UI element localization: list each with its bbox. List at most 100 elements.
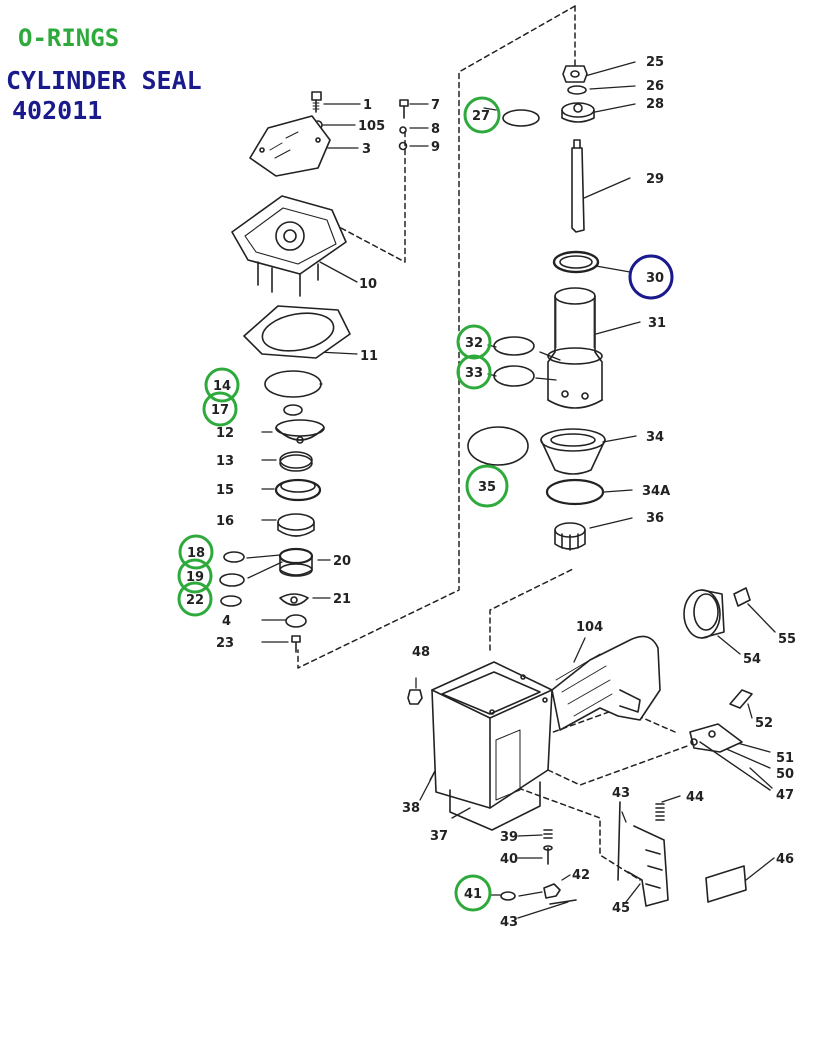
part-oring-17 (283, 404, 303, 416)
callout-11: 11 (360, 349, 378, 364)
callout-50: 50 (776, 767, 794, 782)
callout-34a: 34A (642, 484, 670, 499)
part-oring-19 (219, 573, 245, 587)
callout-8: 8 (431, 122, 440, 137)
part-cap-54 (683, 589, 725, 639)
callout-14: 14 (213, 379, 231, 394)
callout-104: 104 (576, 620, 603, 635)
callout-3: 3 (362, 142, 371, 157)
callout-46: 46 (776, 852, 794, 867)
callout-26: 26 (646, 79, 664, 94)
callout-33: 33 (465, 366, 483, 381)
callout-45: 45 (612, 901, 630, 916)
part-ring-13 (279, 451, 313, 472)
callout-47: 47 (776, 788, 794, 803)
callout-38: 38 (402, 801, 420, 816)
part-washer-8 (399, 126, 407, 134)
callout-12: 12 (216, 426, 234, 441)
part-bushing-16 (277, 513, 315, 537)
part-pin-43 (549, 899, 577, 905)
callout-25: 25 (646, 55, 664, 70)
part-label-46 (705, 865, 747, 903)
part-name-heading: CYLINDER SEAL (6, 66, 202, 95)
part-driver-29 (571, 139, 585, 233)
part-oring-22 (220, 595, 242, 607)
part-cap-3 (249, 115, 331, 177)
highlight-circle-33 (456, 354, 492, 390)
callout-36: 36 (646, 511, 664, 526)
callout-43b: 43 (500, 915, 518, 930)
highlight-circle-22 (177, 581, 213, 617)
part-valve-21 (279, 593, 309, 606)
assembly-guide-lines (297, 5, 691, 881)
callout-54: 54 (743, 652, 761, 667)
part-nut-9 (398, 141, 408, 151)
callout-15: 15 (216, 483, 234, 498)
callout-17: 17 (211, 403, 229, 418)
part-washer-4 (285, 614, 307, 628)
part-piston-28 (561, 102, 595, 123)
callout-40: 40 (500, 852, 518, 867)
highlight-circle-30 (628, 254, 674, 300)
highlight-circle-35 (465, 464, 509, 508)
part-handle-104 (551, 635, 661, 731)
callout-41: 41 (464, 887, 482, 902)
callout-43a: 43 (612, 786, 630, 801)
callout-55: 55 (778, 632, 796, 647)
part-nut-25 (562, 65, 588, 83)
callout-105: 105 (358, 119, 385, 134)
callout-21: 21 (333, 592, 351, 607)
part-gasket-11 (243, 305, 351, 359)
part-ring-34a (545, 478, 605, 506)
part-oring-27 (502, 109, 540, 127)
part-cap-body-10 (231, 195, 347, 297)
highlight-circle-17 (202, 391, 238, 427)
part-piston-12 (275, 419, 325, 444)
callout-34: 34 (646, 430, 664, 445)
highlight-circle-27 (463, 96, 501, 134)
callout-51: 51 (776, 751, 794, 766)
callout-37: 37 (430, 829, 448, 844)
part-valve-20 (278, 547, 314, 577)
callout-28: 28 (646, 97, 664, 112)
callout-16: 16 (216, 514, 234, 529)
part-pin-40 (543, 845, 553, 865)
part-screw-7 (399, 99, 409, 119)
part-spring-44 (655, 803, 665, 821)
highlight-circle-41 (454, 874, 492, 912)
callout-22: 22 (186, 593, 204, 608)
part-housing-37 (431, 661, 553, 831)
callout-30: 30 (646, 271, 664, 286)
part-spring-39 (543, 829, 553, 839)
part-oring-41 (500, 891, 516, 901)
part-oring-18 (223, 551, 245, 563)
callout-9: 9 (431, 140, 440, 155)
callout-20: 20 (333, 554, 351, 569)
highlight-circle-14 (204, 367, 240, 403)
part-lever-52 (729, 689, 753, 709)
highlight-circle-19 (177, 558, 213, 594)
callout-42: 42 (572, 868, 590, 883)
part-fitting-55 (733, 587, 751, 607)
callout-31: 31 (648, 316, 666, 331)
part-plate-45 (617, 801, 669, 907)
highlight-circle-32 (456, 324, 492, 360)
callout-52: 52 (755, 716, 773, 731)
category-heading: O-RINGS (18, 24, 120, 52)
highlight-circle-18 (178, 534, 214, 570)
callout-32: 32 (465, 336, 483, 351)
part-oring-14 (264, 370, 322, 398)
callout-4: 4 (222, 614, 231, 629)
callout-29: 29 (646, 172, 664, 187)
part-oring-32 (493, 336, 535, 356)
part-oring-35 (467, 426, 529, 466)
part-bumper-36 (554, 522, 586, 551)
callout-18: 18 (187, 546, 205, 561)
part-bumper-34 (540, 428, 606, 475)
part-oring-33 (493, 365, 535, 387)
callout-44: 44 (686, 790, 704, 805)
part-bushing-15 (274, 478, 322, 502)
part-screw-23 (291, 635, 301, 653)
part-trigger-assembly-47-51 (689, 723, 771, 791)
